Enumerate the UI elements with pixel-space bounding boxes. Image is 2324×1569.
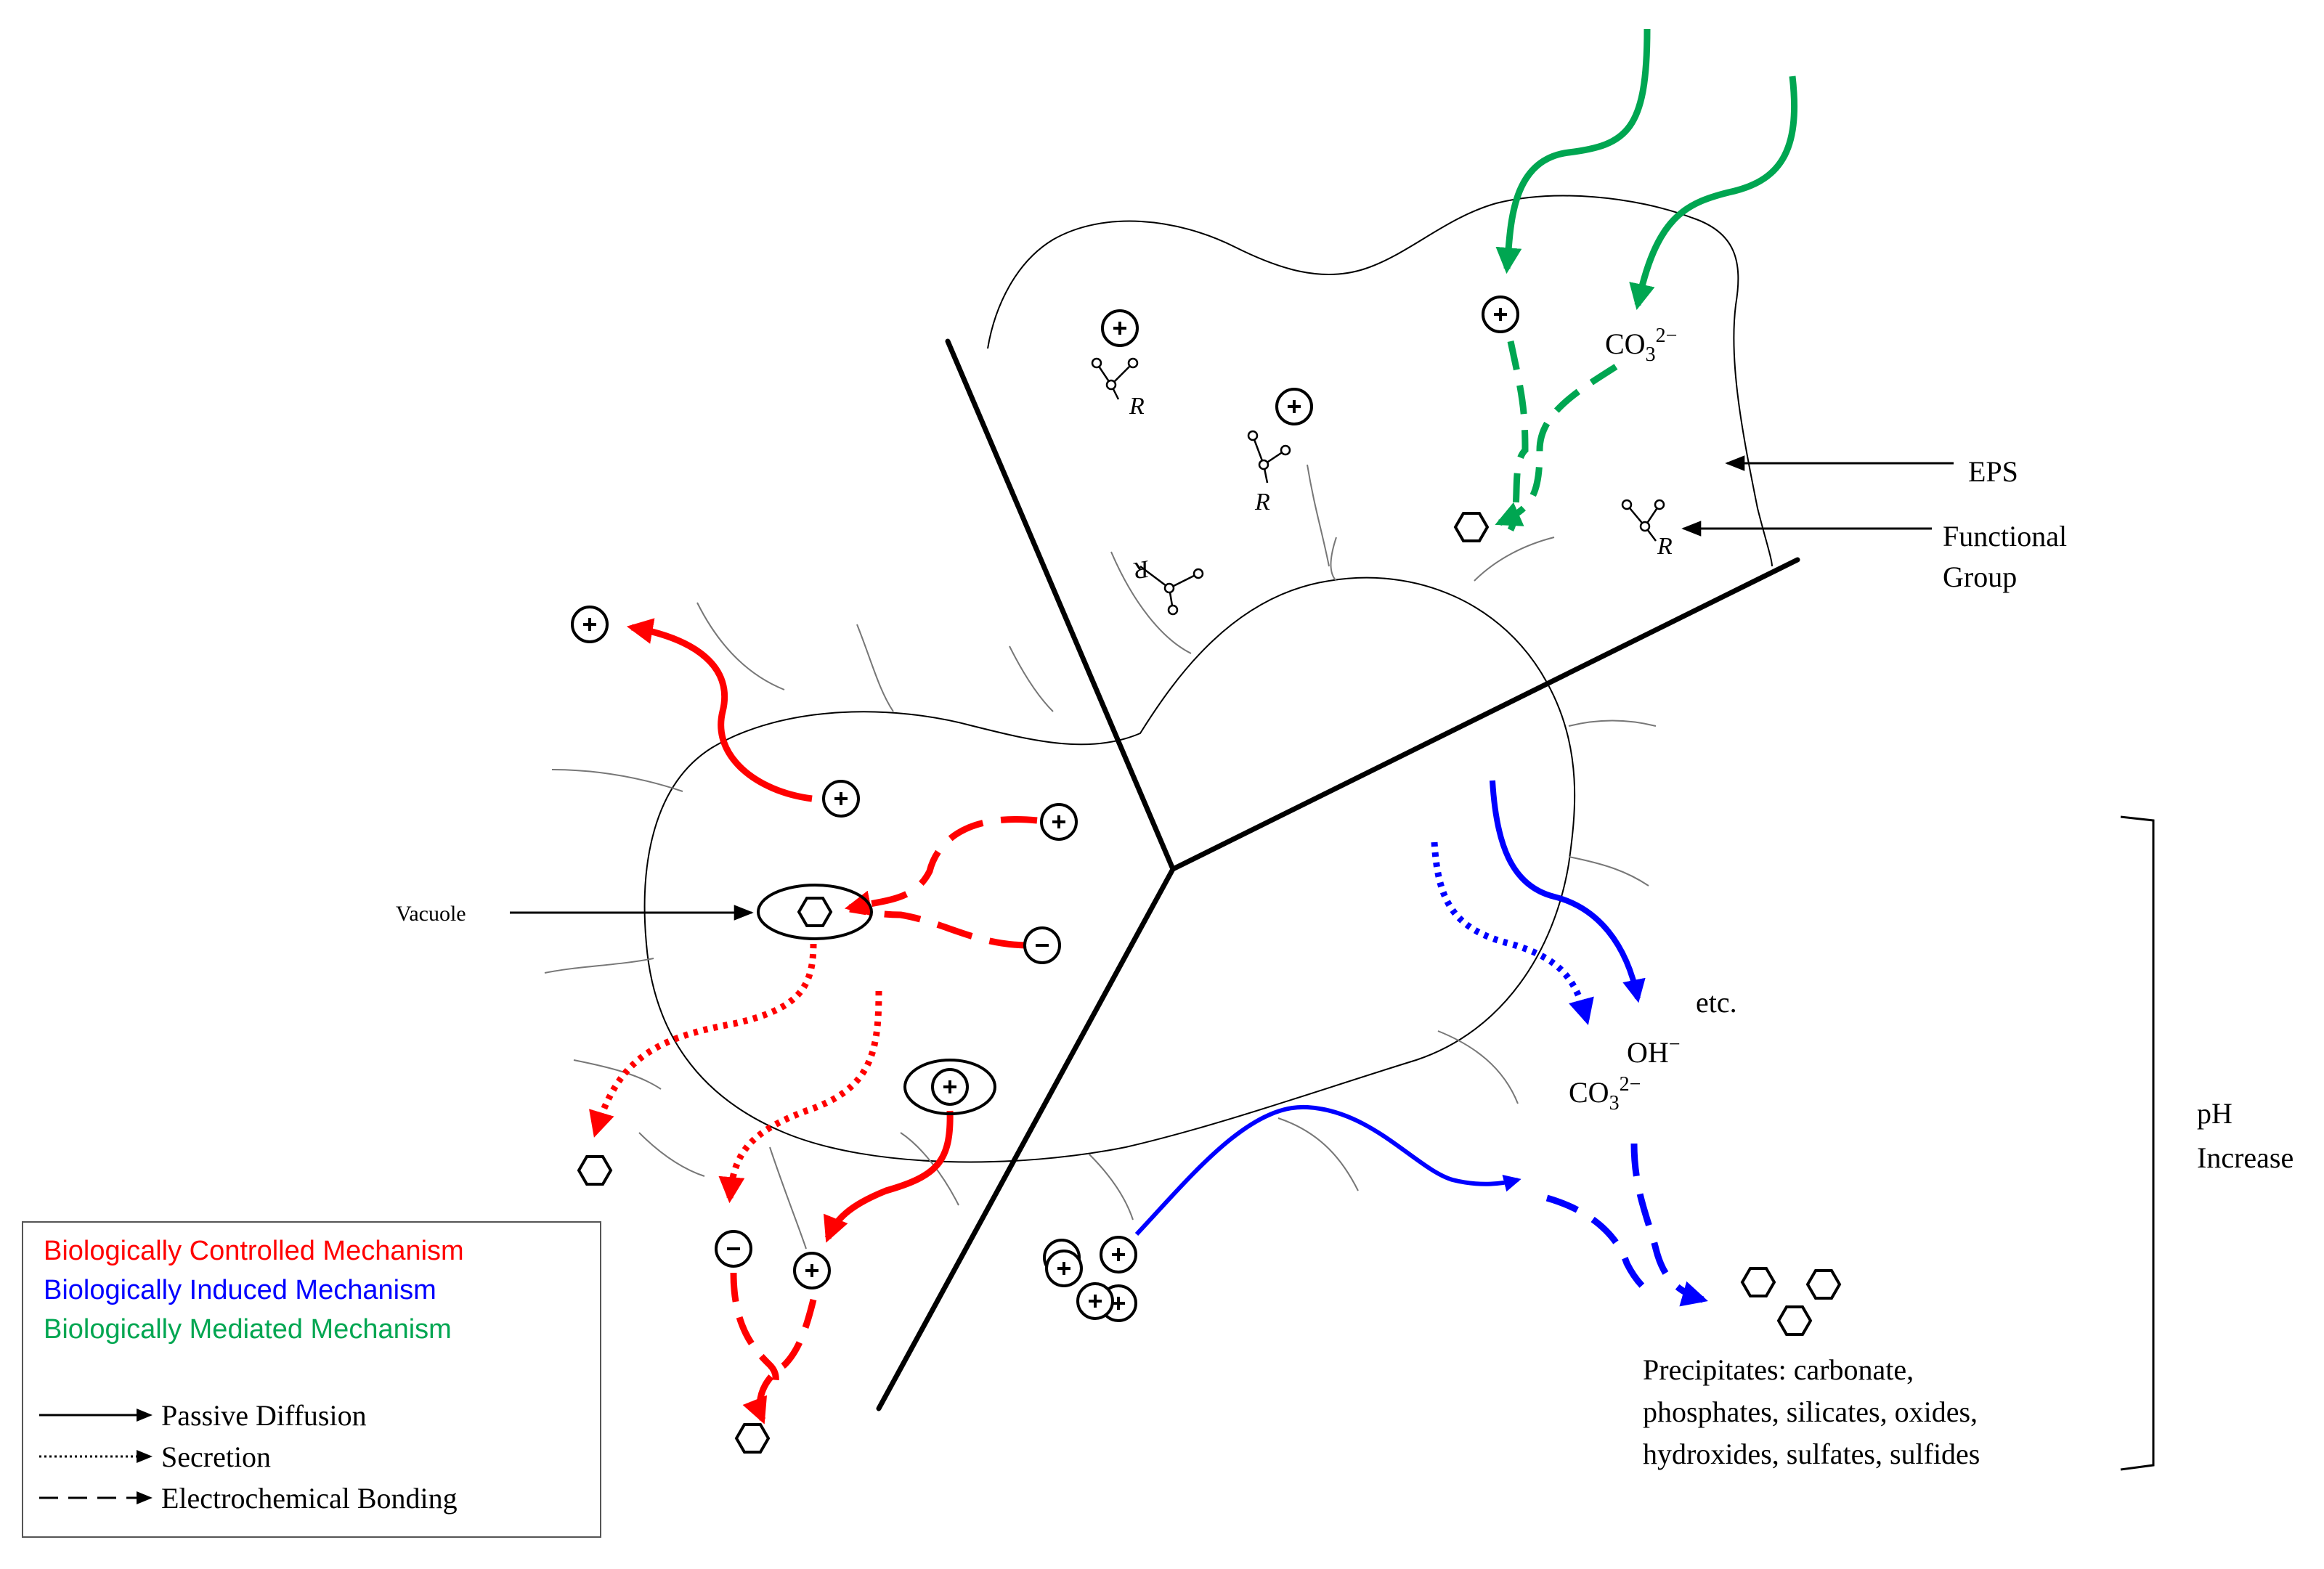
hexagon-icon (1741, 1267, 1776, 1297)
anion-icon (715, 1230, 752, 1268)
vacuole-label: Vacuole (396, 902, 466, 926)
carbonate-label-top: CO32− (1605, 325, 1677, 366)
annotation-arrows (510, 455, 2155, 1471)
controlled-bonding-arrow-join-right (742, 1298, 817, 1425)
mediated-bonding-arrow-cation (1507, 341, 1529, 532)
solid-arrow-icon (39, 1409, 153, 1422)
precipitates-label-line3: hydroxides, sulfates, sulfides (1643, 1438, 1980, 1470)
carbonate-label-bottom: CO32− (1569, 1073, 1641, 1114)
dashed-arrow-icon (39, 1491, 153, 1504)
eps-label: EPS (1968, 455, 2018, 488)
dotted-arrow-icon (39, 1450, 153, 1463)
molecule-icon: R (1131, 555, 1204, 616)
cation-icon (1482, 296, 1519, 333)
controlled-bonding-arrow-cation (844, 816, 1038, 917)
legend-secretion: Secretion (38, 1438, 590, 1475)
anion-icon (1023, 926, 1061, 964)
controlled-diffusion-arrow-efflux (626, 618, 813, 802)
molecule-icon: R (1091, 357, 1145, 420)
etc-label: etc. (1696, 986, 1737, 1019)
cell-appendages (544, 464, 1657, 1250)
hydroxide-label: OH− (1627, 1033, 1681, 1069)
hexagon-icon (797, 897, 832, 927)
mediated-mechanism (1495, 28, 1798, 532)
precipitates-label-line1: Precipitates: carbonate, (1643, 1353, 1914, 1386)
hexagon-icon (1454, 512, 1489, 542)
cation-icon (1101, 309, 1139, 347)
r-group-label: R (1131, 555, 1152, 584)
induced-bonding-arrow-merged (1545, 1194, 1648, 1292)
cation-icon (822, 780, 860, 818)
eps-outline (987, 195, 1773, 567)
precipitates-label-line2: phosphates, silicates, oxides, (1643, 1395, 1978, 1428)
cation-icon (1045, 1250, 1083, 1287)
controlled-bonding-arrow-join-left (730, 1272, 779, 1392)
induced-bonding-arrow-carbonate (1630, 1143, 1708, 1307)
cation-icon (793, 1252, 831, 1289)
mediated-diffusion-arrow-carbonate (1629, 76, 1798, 311)
induced-diffusion-arrow-ion-cluster (1134, 1104, 1521, 1236)
cation-icon (931, 1068, 969, 1106)
ph-label-line1: pH (2197, 1097, 2232, 1130)
legend: Biologically Controlled Mechanism Biolog… (22, 1221, 601, 1538)
legend-electrochemical-bonding-label: Electrochemical Bonding (161, 1482, 458, 1515)
cation-icon (1040, 803, 1078, 841)
controlled-secretion-arrow-anion (718, 990, 882, 1204)
controlled-bonding-arrow-anion (849, 905, 1026, 949)
molecule-icon: R (1621, 499, 1673, 560)
legend-mediated: Biologically Mediated Mechanism (44, 1314, 452, 1345)
cation-icon (571, 606, 609, 643)
cation-icon (1076, 1282, 1114, 1320)
functional-group-label-line1: Functional (1943, 520, 2067, 553)
cation-icon (1100, 1236, 1137, 1273)
controlled-secretion-arrow-vacuole (589, 943, 817, 1138)
cell-outline (643, 576, 1576, 1163)
legend-passive-diffusion-label: Passive Diffusion (161, 1399, 367, 1432)
r-group-label: R (1657, 533, 1673, 560)
cation-icon (1275, 388, 1313, 425)
mediated-bonding-arrow-carbonate (1495, 364, 1618, 526)
legend-induced: Biologically Induced Mechanism (44, 1275, 436, 1305)
molecule-icon: R (1247, 430, 1291, 515)
induced-secretion-arrow-carbonate (1431, 841, 1594, 1025)
labels: CO32− EPS Functional Group Vacuole etc. … (396, 325, 2293, 1470)
hexagon-icon (735, 1423, 770, 1454)
ph-label-line2: Increase (2197, 1141, 2293, 1174)
mediated-diffusion-arrow-cation (1495, 28, 1651, 274)
vacuole-upper (757, 884, 873, 940)
hexagon-icon (1777, 1305, 1812, 1336)
functional-group-label-line2: Group (1943, 561, 2017, 593)
ph-bracket (2120, 815, 2155, 1471)
sector-dividers (876, 338, 1800, 1411)
legend-controlled: Biologically Controlled Mechanism (44, 1236, 464, 1266)
r-group-label: R (1254, 489, 1270, 515)
legend-electrochemical-bonding: Electrochemical Bonding (38, 1480, 590, 1516)
hexagon-icon (1806, 1269, 1841, 1300)
controlled-diffusion-arrow-cation-out (823, 1110, 954, 1243)
induced-diffusion-arrow-hydroxide (1490, 780, 1646, 1003)
legend-passive-diffusion: Passive Diffusion (38, 1397, 590, 1433)
r-group-label: R (1129, 393, 1145, 420)
functional-groups: R R R R (1091, 357, 1673, 616)
ions (571, 296, 1841, 1454)
hexagon-icon (577, 1155, 612, 1186)
controlled-mechanism (589, 618, 1038, 1425)
induced-mechanism (1134, 780, 1708, 1307)
vacuole-lower (903, 1059, 996, 1115)
legend-secretion-label: Secretion (161, 1440, 272, 1473)
